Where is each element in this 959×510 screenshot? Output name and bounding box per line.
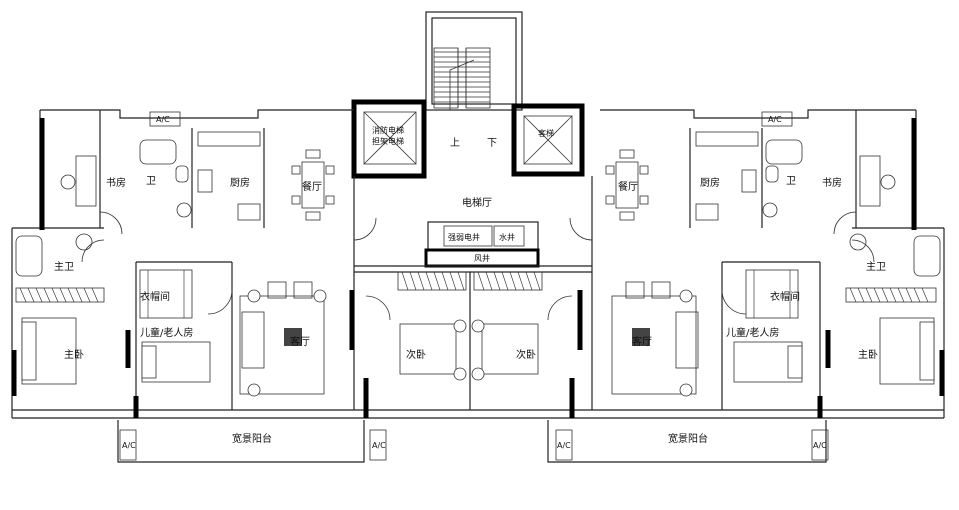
fire-elevator-label: 消防电梯 xyxy=(372,125,404,135)
dining-label-left: 餐厅 xyxy=(302,180,322,193)
air-shaft-label: 风井 xyxy=(474,253,490,263)
elevator-hall: 电梯厅 强弱电井 水井 风井 xyxy=(353,196,593,268)
elevator-hall-label: 电梯厅 xyxy=(462,196,492,209)
study-label-right: 书房 xyxy=(822,176,842,189)
water-shaft-label: 水井 xyxy=(499,232,515,242)
kitchen-label-left: 厨房 xyxy=(230,176,250,189)
dining-label-right: 餐厅 xyxy=(618,180,638,193)
stair-core: 上 下 xyxy=(425,11,523,149)
master-bedroom-label-left: 主卧 xyxy=(64,348,84,361)
stair-up-label: 上 xyxy=(450,137,460,149)
door-arcs xyxy=(81,211,875,321)
electrical-shaft-label: 强弱电井 xyxy=(448,232,480,242)
structural-columns xyxy=(11,118,945,418)
living-label-right: 客厅 xyxy=(632,335,652,348)
master-bath-label-right: 主卫 xyxy=(866,261,886,273)
ac-label-bottom-mid-left: A/C xyxy=(372,441,386,450)
stair-down-label: 下 xyxy=(487,138,497,149)
cloakroom-label-left: 衣帽间 xyxy=(140,290,170,303)
ac-label-top-right: A/C xyxy=(768,115,782,124)
right-unit: A/C 次卧 餐厅 厨房 卫 书房 客厅 衣帽间 儿童/老人房 xyxy=(471,111,941,461)
living-label-left: 客厅 xyxy=(290,335,310,348)
ac-label-bottom-mid-right: A/C xyxy=(557,441,571,450)
second-bedroom-label-right: 次卧 xyxy=(516,348,536,361)
passenger-elevator: 客梯 xyxy=(511,103,585,177)
cloakroom-label-right: 衣帽间 xyxy=(770,290,800,303)
master-bedroom-label-right: 主卧 xyxy=(858,348,878,361)
study-label-left: 书房 xyxy=(106,176,126,189)
master-bath-label-left: 主卫 xyxy=(54,261,74,273)
balcony-label-left: 宽景阳台 xyxy=(232,432,272,445)
bath-label-left: 卫 xyxy=(146,176,156,187)
ac-label-top-left: A/C xyxy=(156,115,170,124)
fire-elevator: 消防电梯 担架电梯 xyxy=(351,99,427,179)
stretcher-elevator-label: 担架电梯 xyxy=(372,136,404,146)
kitchen-label-right: 厨房 xyxy=(700,176,720,189)
left-unit: A/C 书房 卫 厨房 餐厅 主卫 主卧 衣帽间 儿童/老人房 xyxy=(15,111,467,461)
child-room-label-left: 儿童/老人房 xyxy=(140,326,193,339)
balcony-label-right: 宽景阳台 xyxy=(668,432,708,445)
outer-walls xyxy=(11,109,945,463)
passenger-elevator-label: 客梯 xyxy=(538,128,554,138)
second-bedroom-label-left: 次卧 xyxy=(406,348,426,361)
wardrobe-hatch xyxy=(15,269,937,319)
bath-label-right: 卫 xyxy=(786,176,796,187)
child-room-label-right: 儿童/老人房 xyxy=(726,326,779,339)
ac-label-bottom-left: A/C xyxy=(122,441,136,450)
ac-label-bottom-right: A/C xyxy=(813,441,827,450)
